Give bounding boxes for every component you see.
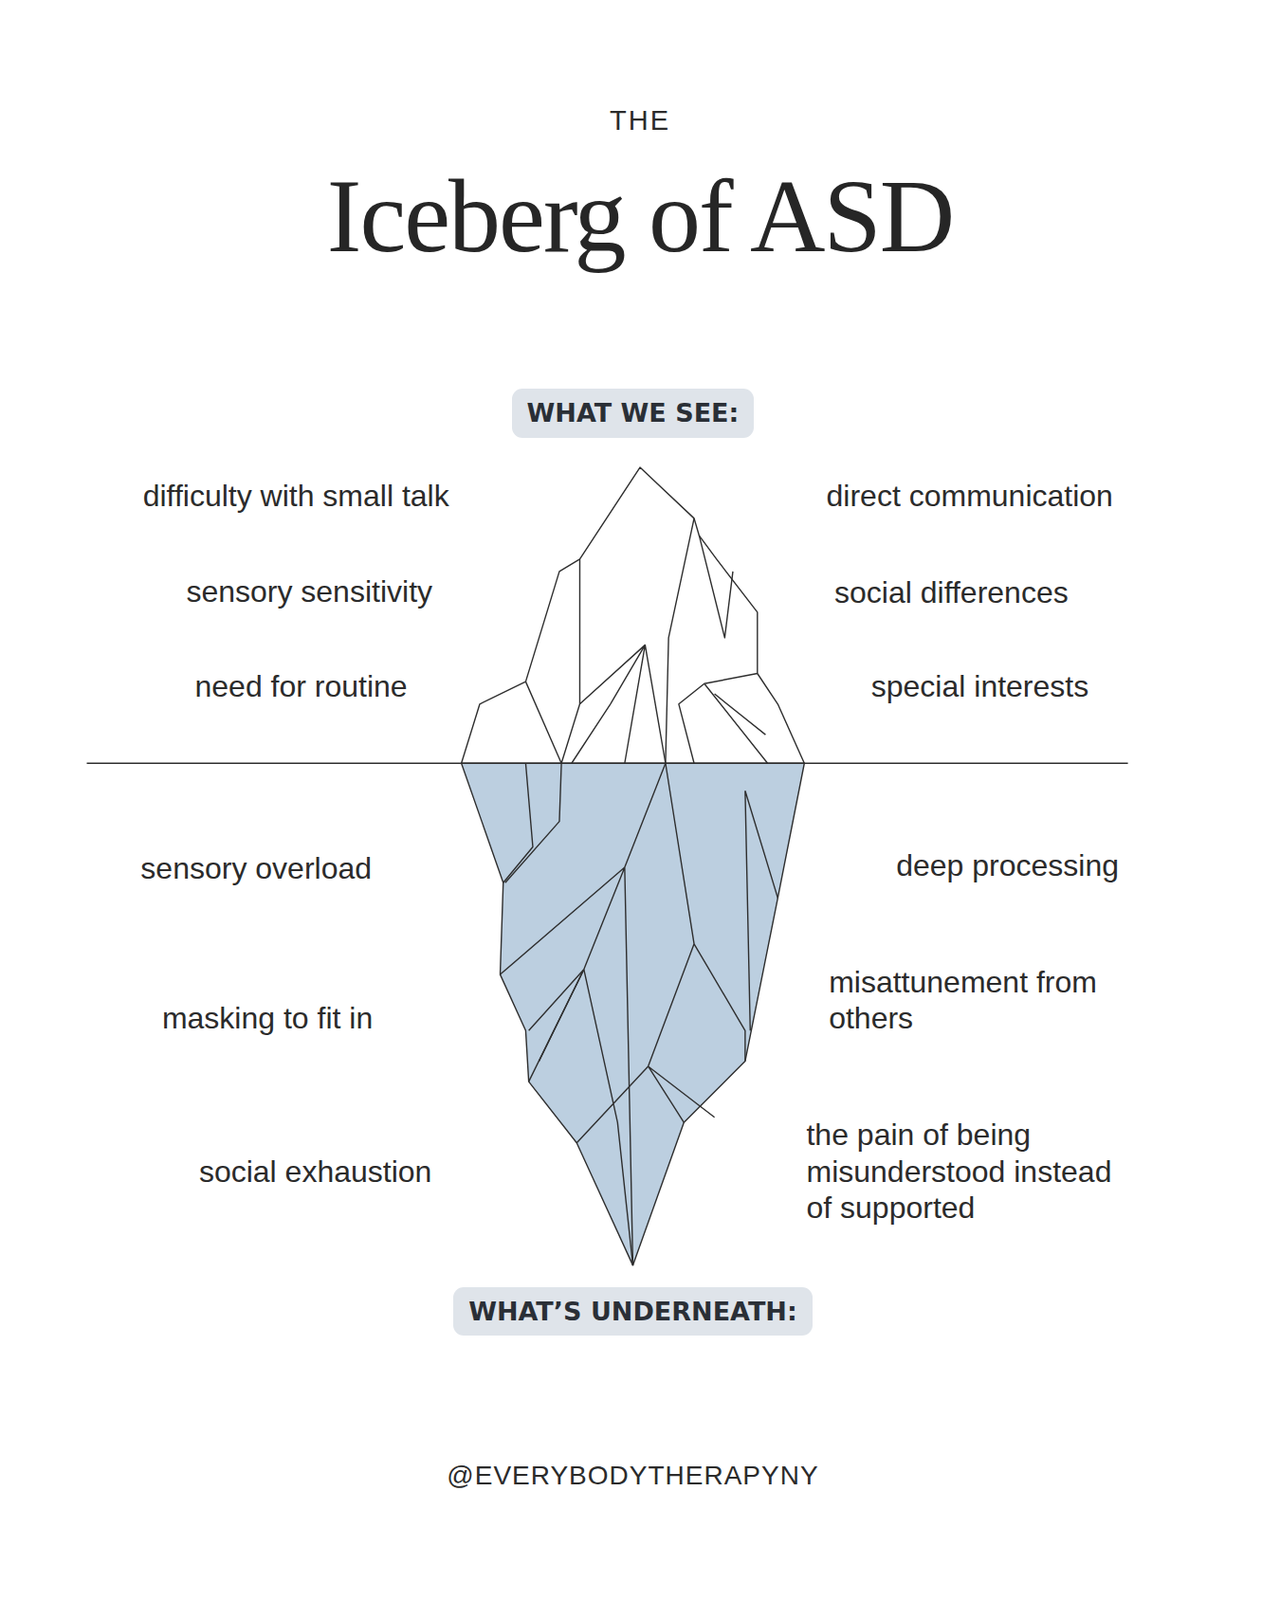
pill-text: WHAT WE SEE: (527, 396, 740, 430)
section-pill: WHAT’S UNDERNEATH: (453, 1287, 813, 1336)
waterline (87, 762, 1129, 765)
hidden-trait: social exhaustion (199, 1153, 432, 1190)
hidden-trait: the pain of being misunderstood instead … (805, 1116, 1124, 1226)
hidden-trait: misattunement from others (828, 964, 1156, 1038)
hidden-trait: masking to fit in (162, 1000, 373, 1037)
visible-trait: need for routine (195, 668, 408, 705)
hidden-trait: deep processing (896, 847, 1119, 884)
heading-prefix: THE (609, 104, 671, 138)
visible-trait: special interests (871, 668, 1089, 705)
visible-trait: social differences (834, 574, 1069, 611)
pill-text: WHAT’S UNDERNEATH: (468, 1295, 798, 1329)
visible-trait: direct communication (826, 477, 1114, 514)
hidden-trait: sensory overload (140, 850, 372, 887)
title: Iceberg of ASD (327, 159, 953, 275)
visible-trait: difficulty with small talk (143, 477, 450, 514)
watermark: @EVERYBODYTHERAPYNY (446, 1460, 819, 1493)
section-pill: WHAT WE SEE: (512, 388, 755, 438)
visible-trait: sensory sensitivity (185, 573, 433, 610)
